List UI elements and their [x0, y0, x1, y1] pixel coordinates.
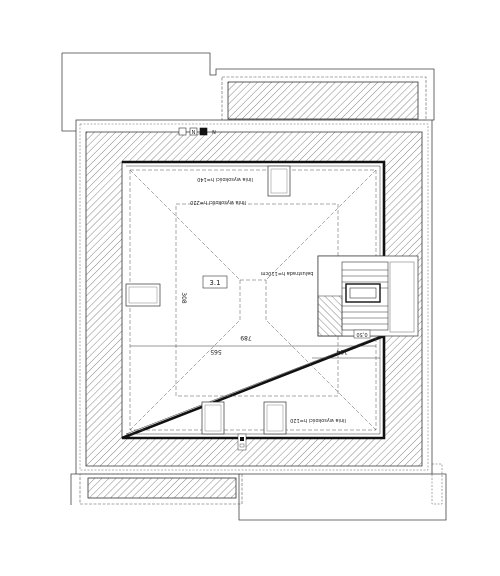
dim-mid: 789: [240, 334, 252, 341]
label-balustrade: balustrada h=110cm: [260, 270, 313, 276]
roof-window-bottom-1: [201, 401, 225, 435]
dim-width: 565: [210, 348, 222, 355]
bottom-tag-box: [237, 433, 247, 451]
stair-treads: [342, 269, 388, 325]
marker-box-2: [189, 127, 198, 136]
stair-tag: 0,50: [356, 331, 367, 337]
label-height-h120: linia wysokości h=120: [290, 417, 346, 424]
terrace-outline-left: [61, 53, 76, 132]
roof-hip-lines: [129, 169, 377, 431]
roof-outline-dashed: [79, 123, 429, 471]
marker-letter-b: N: [212, 130, 216, 136]
roof-window-bottom-1-inner: [204, 404, 222, 432]
roof-window-top-inner: [270, 168, 288, 194]
stair-landing-hatch: [317, 295, 343, 337]
roof-outline: [75, 119, 433, 475]
bottom-tag-mark-2: [239, 443, 245, 448]
stair-handrail-box: [345, 283, 381, 303]
terrace-outline-top: [62, 52, 435, 121]
stair-tag-box: [353, 329, 371, 339]
bottom-balcony-hatch: [87, 477, 237, 499]
dim-vertical: 308: [180, 292, 187, 304]
terrace-outline-bottom-right: [238, 473, 447, 521]
marker-box-3: [199, 127, 208, 136]
height-line-h220: [175, 203, 339, 397]
roof-window-bottom-2-inner: [266, 404, 284, 432]
roof-window-left: [125, 283, 161, 307]
bottom-right-balcony-frame: [431, 463, 443, 505]
room-number-box: [202, 275, 228, 289]
inner-wall: [121, 160, 386, 440]
inner-wall-line: [125, 165, 381, 435]
bottom-balcony-frame: [79, 473, 243, 505]
roof-window-top: [267, 165, 291, 197]
room-number: 3.1: [209, 279, 220, 287]
top-balcony-hatch: [227, 81, 419, 120]
stair-handrail-inner: [349, 287, 377, 299]
bottom-tag-mark: [240, 437, 244, 441]
roof-window-left-inner: [128, 286, 158, 304]
stair-rail-right: [389, 261, 415, 333]
label-height-h140: linia wysokości h=140: [197, 176, 253, 183]
dim-right: 194: [336, 348, 348, 355]
marker-box-1: [178, 127, 187, 136]
marker-letter-a: N: [192, 130, 196, 136]
terrace-outline-bottom: [70, 473, 76, 505]
roof-window-bottom-2: [263, 401, 287, 435]
label-height-h220: linia wysokości h=220: [190, 199, 246, 206]
section-marker-group: N N: [178, 127, 216, 136]
